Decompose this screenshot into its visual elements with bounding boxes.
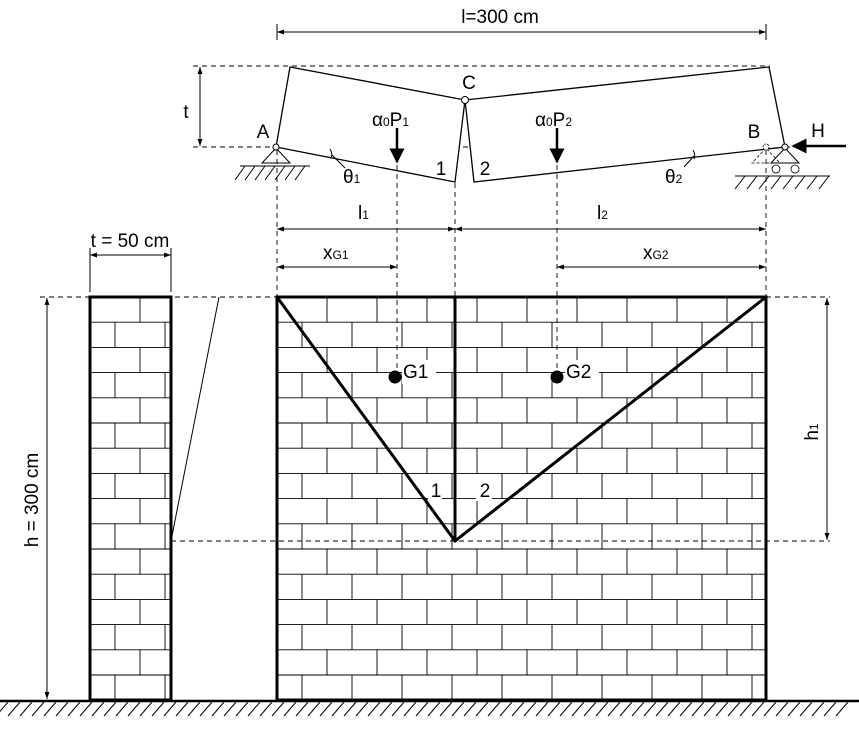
- block-2-wall-label: 2: [480, 481, 491, 502]
- hinge-c: [461, 96, 469, 104]
- dimension-h: h = 300 cm: [22, 296, 277, 699]
- load-1-label: α0P1: [372, 110, 409, 131]
- side-wall: t = 50 cm: [88, 231, 220, 702]
- dim-l-total-label: l=300 cm: [461, 7, 539, 28]
- dim-t-label: t: [183, 102, 189, 123]
- point-a-label: A: [257, 122, 270, 143]
- dimension-l1-l2: l1 l2: [277, 203, 766, 232]
- dimension-l-total: l=300 cm: [276, 7, 767, 40]
- dim-xg1-label: xG1: [323, 243, 349, 264]
- load-2-label: α0P2: [535, 110, 572, 131]
- plan-view: t C A: [183, 65, 846, 190]
- theta-2-label: θ2: [665, 167, 683, 188]
- dimension-xg: xG1 xG2: [277, 243, 766, 270]
- dimension-h1: h1: [802, 298, 830, 540]
- centroid-g1-label: G1: [403, 362, 428, 383]
- support-a: [234, 143, 310, 181]
- centroid-g2-label: G2: [566, 362, 591, 383]
- point-b-label: B: [748, 122, 761, 143]
- block-1-plan-label: 1: [436, 159, 447, 180]
- force-h-label: H: [811, 121, 825, 142]
- block-2-plan: [464, 66, 786, 183]
- ground: [0, 699, 859, 717]
- crack-line: [275, 295, 767, 544]
- dim-h1-label: h1: [802, 423, 823, 441]
- dim-t-wall-label: t = 50 cm: [91, 231, 170, 252]
- dim-xg2-label: xG2: [643, 243, 669, 264]
- support-b: [734, 143, 830, 190]
- point-c-label: C: [462, 73, 476, 94]
- theta-1-label: θ1: [343, 167, 361, 188]
- dim-l1-label: l1: [358, 203, 369, 224]
- block-2-plan-label: 2: [480, 159, 491, 180]
- centroid-g1: [388, 370, 402, 384]
- dim-l2-label: l2: [597, 203, 608, 224]
- centroid-g2: [550, 370, 564, 384]
- block-1-wall-label: 1: [431, 481, 442, 502]
- dim-h-wall-label: h = 300 cm: [22, 453, 43, 548]
- projection-lines: [276, 150, 767, 375]
- front-wall: G1 G2 1 2: [171, 295, 830, 702]
